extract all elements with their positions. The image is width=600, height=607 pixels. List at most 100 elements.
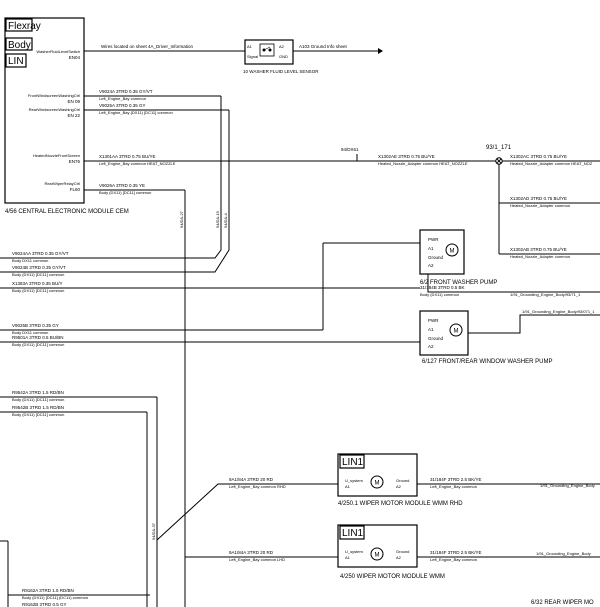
wire-id: 31/184F 3TRD 2.5 BK/YE — [430, 477, 482, 482]
wire-location: Heated_Nozzle_Adapter common HEAT_NOZZLE — [378, 161, 468, 166]
wire-id: X1302AC 3TRD 0.75 BU/YE — [510, 154, 567, 159]
wire-location: Left_Engine_Bay common — [430, 484, 477, 489]
cem-bus-body: Body — [8, 40, 31, 51]
wire-id: X1302AB 3TRD 0.75 BU/YE — [510, 247, 567, 252]
wire-location: Left_Engine_Bay (DX11) [DC11] common — [99, 110, 173, 115]
cem-label: 4/56 CENTRAL ELECTRONIC MODULE CEM — [5, 209, 129, 215]
ground-ref: 1/91_Grounding_Engine_Body — [536, 551, 591, 556]
pump-pin: A1 — [428, 327, 434, 332]
wire-id: V9024AA 3TRD 0.35 GY/VT — [12, 251, 69, 256]
wire-location: Heated_Nozzle_Adapter common HEAT_NOZ — [510, 161, 593, 166]
wmm-pin: U_system — [345, 478, 363, 483]
corner-label: 6/32 REAR WIPER MO — [531, 600, 594, 606]
wire-top-right: A103 Ground Info sheet — [299, 44, 348, 49]
level-switch-icon — [259, 43, 275, 57]
pump-pin: PWR — [428, 237, 439, 242]
wire-location: Body (DX11) [DC11] common — [12, 412, 64, 417]
wire-location: Body DX11 common — [12, 258, 48, 263]
motor-symbol: M — [375, 553, 380, 559]
vertical-label: 94/DA-4 — [223, 213, 228, 228]
sensor-pin-label: Signal — [247, 54, 258, 59]
wire-id: 9A1/84A 3TRD 20 RD — [229, 550, 274, 555]
ground-ref: 1/91_Grounding_Engine_Body/93/71_1 — [510, 292, 581, 297]
wmm-pin: Ground — [396, 549, 409, 554]
wire-location: Body (DX11) [DC11] common — [12, 288, 64, 293]
pump-pin: A2 — [428, 344, 434, 349]
sensor-box — [244, 39, 294, 65]
wire-id: R9162A 3TRD 1.5 RD/BN — [22, 588, 74, 593]
cem-pin-name: RearWindscreenWashingCtrl — [29, 107, 81, 112]
sensor-pin-label: GND — [279, 54, 288, 59]
wire-wmm-rhd-input — [156, 483, 338, 541]
wire-location: Heated_Nozzle_Adapter common — [510, 203, 570, 208]
vertical-label: 94/DA-37 — [151, 522, 156, 540]
motor-icon — [370, 547, 384, 561]
wire-id: V9024B 3TRD 0.35 GY/VT — [12, 265, 66, 270]
vertical-label: 94/DA-19 — [215, 210, 220, 228]
wire-id: V9025A 3TRD 0.35 GY — [99, 103, 146, 108]
wmm-pin: A1 — [345, 555, 351, 560]
wire-id: V9025B 3TRD 0.35 GY — [12, 323, 59, 328]
motor-icon — [370, 475, 384, 489]
wire-location: Body (DX11) [DC11] common — [12, 272, 64, 277]
cem-pin-id: FL60 — [70, 187, 81, 192]
pump-pin: Ground — [428, 336, 444, 341]
front-washer-pump-label: 6/2 FRONT WASHER PUMP — [420, 280, 497, 286]
rear-washer-pump-label: 6/127 FRONT/REAR WINDOW WASHER PUMP — [422, 359, 552, 365]
wire-location: Body (DX11) [DC11] (DC11) common — [22, 595, 88, 600]
ground-ref: 1/91_Grounding_Engine_Body/93/071_1 — [522, 309, 595, 314]
wire-id: 31/184B 3TRD 0.5 BK — [420, 285, 465, 290]
wmm-lin-box — [339, 525, 365, 540]
wmm-rhd-lin: LIN1 — [342, 457, 364, 468]
wire-id: 31/184F 3TRD 2.5 BK/YE — [430, 550, 482, 555]
wire-note: Wires located on sheet 4A_Driver_Informa… — [101, 44, 194, 49]
wire-id: R9501A 3TRD 0.5 BU/BN — [12, 335, 64, 340]
sensor-pin: A2 — [279, 44, 285, 49]
wmm-lin: LIN1 — [342, 528, 364, 539]
wire-id: 9A1/84A 3TRD 20 RD — [229, 477, 274, 482]
wire-route-b — [205, 232, 230, 273]
pump-pin: PWR — [428, 318, 439, 323]
wire-location: Body (DX11) [DC11] common — [99, 190, 151, 195]
motor-symbol: M — [375, 481, 380, 487]
cem-pin-name: RearWiperRelayCtrl — [44, 181, 80, 186]
wire-location: Left_Engine_Bay common LHD — [229, 557, 285, 562]
pump-pin: A2 — [428, 263, 434, 268]
wire-id: R9542A 3TRD 1.5 RD/BN — [12, 390, 64, 395]
wire-id: X1302AD 3TRD 0.75 BU/YE — [510, 196, 567, 201]
wmm-rhd-label: 4/250.1 WIPER MOTOR MODULE WMM RHD — [338, 501, 463, 507]
wire-location: Heated_Nozzle_Adapter common — [510, 254, 570, 259]
splice-node-label: 93/1_171 — [486, 145, 512, 151]
sensor-label: 10 WASHER FLUID LEVEL SENSOR — [243, 69, 319, 74]
wire-location: Body DX11 common — [12, 330, 48, 335]
motor-icon — [449, 323, 463, 337]
pump-pin: A1 — [428, 246, 434, 251]
wire-id: V9024A 3TRD 0.35 GY/VT — [99, 89, 153, 94]
motor-icon — [445, 243, 459, 257]
wire-id: V9026A 3TRD 0.35 YE — [99, 183, 145, 188]
wire-location: Body (DX11) common — [420, 292, 459, 297]
wire-location: Body (DX11) [DC11] common — [12, 342, 64, 347]
cem-pin-name: FrontWindscreenWashingCtrl — [28, 93, 80, 98]
wire-rear-pump-ground — [468, 314, 600, 334]
wire-route-a — [205, 232, 222, 259]
motor-symbol: M — [450, 249, 455, 255]
cem-pin-name: HeatedNozzleFrontScreen — [33, 153, 80, 158]
wmm-rhd-lin-box — [339, 454, 365, 469]
wmm-pin: Ground — [396, 478, 409, 483]
cem-pin-id: EN04 — [69, 55, 81, 60]
vertical-label: 94/DA-27 — [179, 210, 184, 228]
wire-id: X1302AE 3TRD 0.75 BU/YE — [378, 154, 435, 159]
cem-pin-id: EN 09 — [67, 99, 80, 104]
wire-id: X1301AA 3TRD 0.75 BU/YE — [99, 154, 156, 159]
wmm-pin: A2 — [396, 484, 402, 489]
cem-pin-id: EN 22 — [67, 113, 80, 118]
motor-symbol: M — [454, 329, 459, 335]
cem-bus-flexray: Flexray — [8, 21, 41, 32]
wmm-pin: A1 — [345, 484, 351, 489]
wire-location: Left_Engine_Bay common RHD — [229, 484, 286, 489]
wmm-pin: U_system — [345, 549, 363, 554]
splice-label: 94/DX61 — [341, 147, 359, 152]
cem-pin-id: EN76 — [69, 159, 81, 164]
